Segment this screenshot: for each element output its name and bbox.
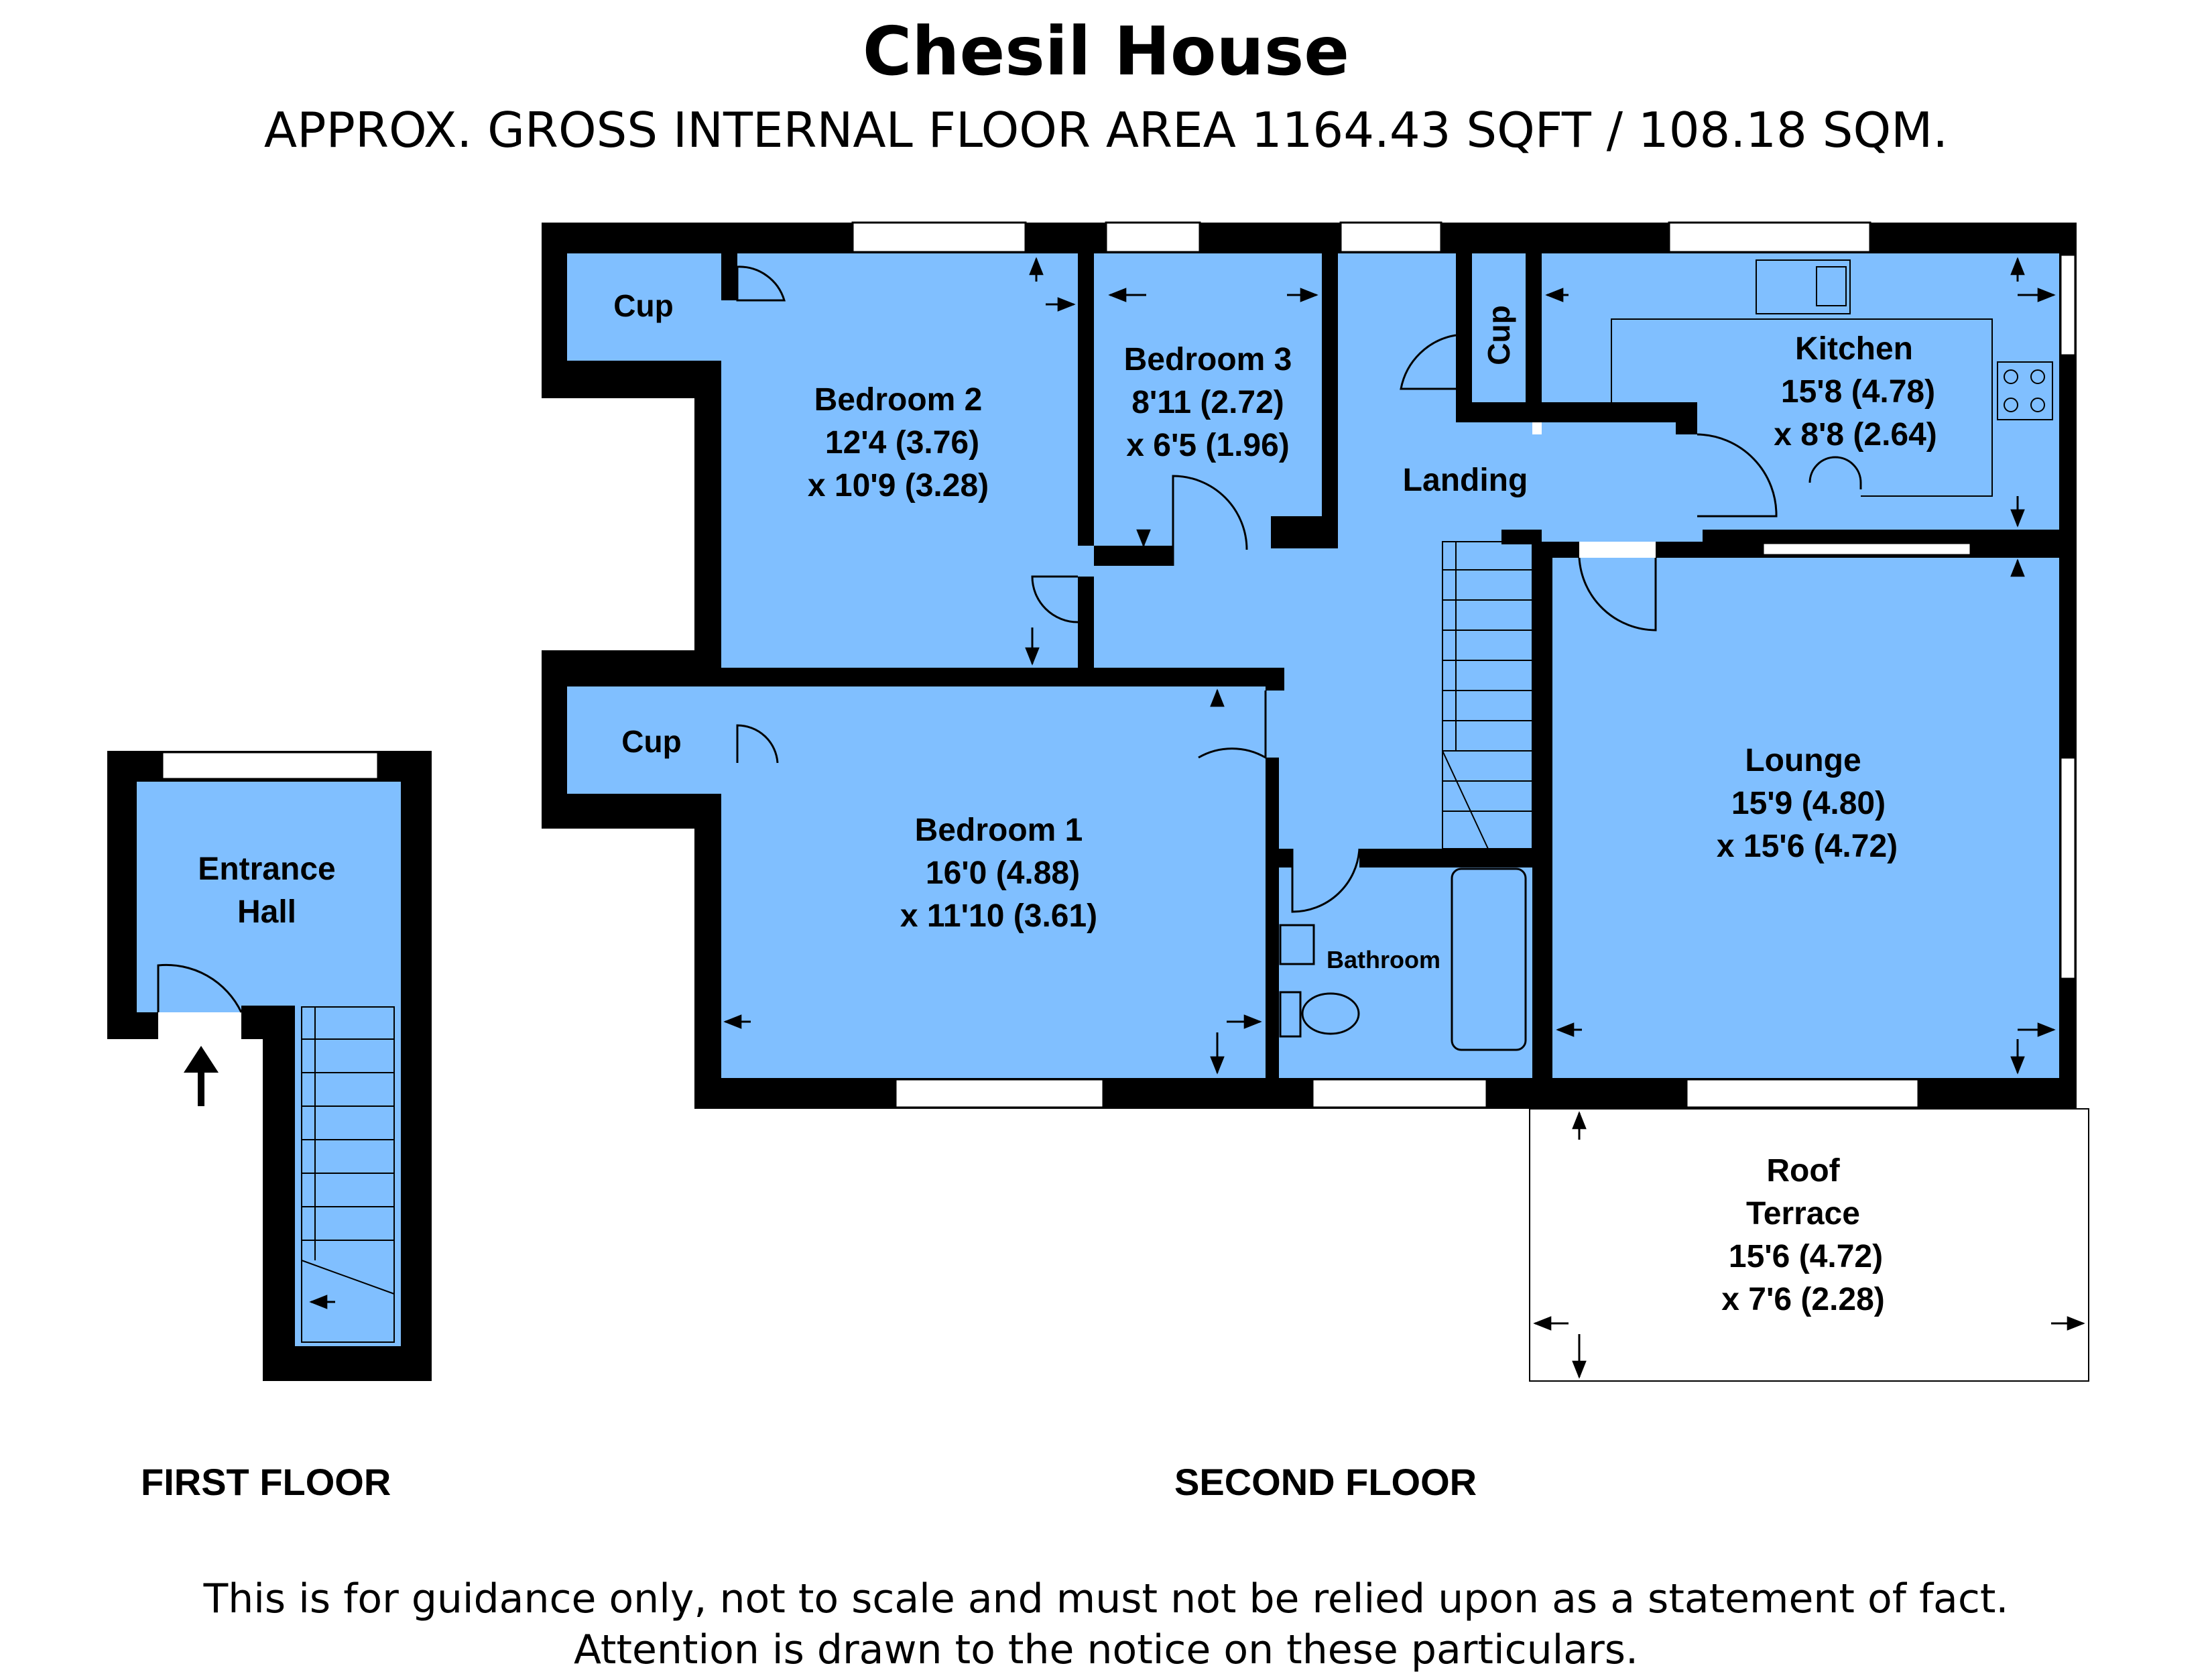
disclaimer-line-2: Attention is drawn to the notice on thes… xyxy=(573,1626,1639,1673)
label-bathroom: Bathroom xyxy=(1327,946,1440,973)
label-bedroom-1-dim2: x 11'10 (3.61) xyxy=(900,898,1097,934)
entrance-arrow-icon xyxy=(184,1046,219,1106)
room-bedroom-2 xyxy=(721,253,1085,668)
second-floor-label: SECOND FLOOR xyxy=(1174,1461,1477,1503)
room-cup-b xyxy=(567,686,721,794)
label-terrace-dim1: 15'6 (4.72) xyxy=(1729,1239,1883,1274)
page-title: Chesil House xyxy=(862,12,1350,91)
label-cup-a: Cup xyxy=(613,288,673,323)
roof-terrace-area xyxy=(1529,1108,2089,1382)
label-bedroom-2-dim1: 12'4 (3.76) xyxy=(825,425,979,461)
label-landing: Landing xyxy=(1403,463,1528,498)
room-cup-a xyxy=(567,253,721,361)
label-kitchen-dim2: x 8'8 (2.64) xyxy=(1774,417,1937,453)
label-entrance-hall-2: Hall xyxy=(237,894,296,930)
label-kitchen: Kitchen xyxy=(1795,331,1913,367)
dimension-arrows xyxy=(723,257,2056,1075)
label-terrace-1: Roof xyxy=(1766,1153,1840,1189)
label-lounge-dim1: 15'9 (4.80) xyxy=(1731,786,1886,821)
label-cup-b: Cup xyxy=(621,724,681,759)
label-bedroom-1-dim1: 16'0 (4.88) xyxy=(926,855,1080,891)
label-bedroom-2: Bedroom 2 xyxy=(814,382,983,418)
label-terrace-dim2: x 7'6 (2.28) xyxy=(1721,1282,1885,1317)
label-lounge-dim2: x 15'6 (4.72) xyxy=(1717,829,1898,864)
room-lounge xyxy=(1552,558,2059,1078)
label-bedroom-2-dim2: x 10'9 (3.28) xyxy=(808,468,989,503)
room-bathroom xyxy=(1279,867,1539,1078)
label-entrance-hall-1: Entrance xyxy=(198,851,335,887)
label-bedroom-3: Bedroom 3 xyxy=(1124,342,1292,377)
label-bedroom-3-dim2: x 6'5 (1.96) xyxy=(1126,428,1290,463)
kitchen-fittings xyxy=(1611,259,2053,497)
bathroom-fixtures xyxy=(1279,867,1527,1051)
first-floor-label: FIRST FLOOR xyxy=(141,1461,391,1503)
first-floor-plan xyxy=(107,751,432,1381)
second-floor-stairs xyxy=(1442,541,1533,849)
label-terrace-2: Terrace xyxy=(1746,1196,1860,1232)
label-kitchen-dim1: 15'8 (4.78) xyxy=(1781,374,1935,410)
label-bedroom-1: Bedroom 1 xyxy=(915,813,1083,848)
second-floor-windows xyxy=(851,221,2077,1109)
room-bedroom-1 xyxy=(721,677,1266,1078)
floor-area-subtitle: APPROX. GROSS INTERNAL FLOOR AREA 1164.4… xyxy=(263,102,1949,158)
room-cup-c xyxy=(1472,253,1526,414)
label-cup-c: Cup xyxy=(1481,305,1516,365)
label-bedroom-3-dim1: 8'11 (2.72) xyxy=(1131,385,1284,420)
label-lounge: Lounge xyxy=(1745,743,1861,778)
room-kitchen xyxy=(1542,253,2059,542)
second-floor-fills xyxy=(567,253,2059,1078)
second-floor-doors xyxy=(736,265,1862,913)
disclaimer-line-1: This is for guidance only, not to scale … xyxy=(203,1575,2009,1622)
